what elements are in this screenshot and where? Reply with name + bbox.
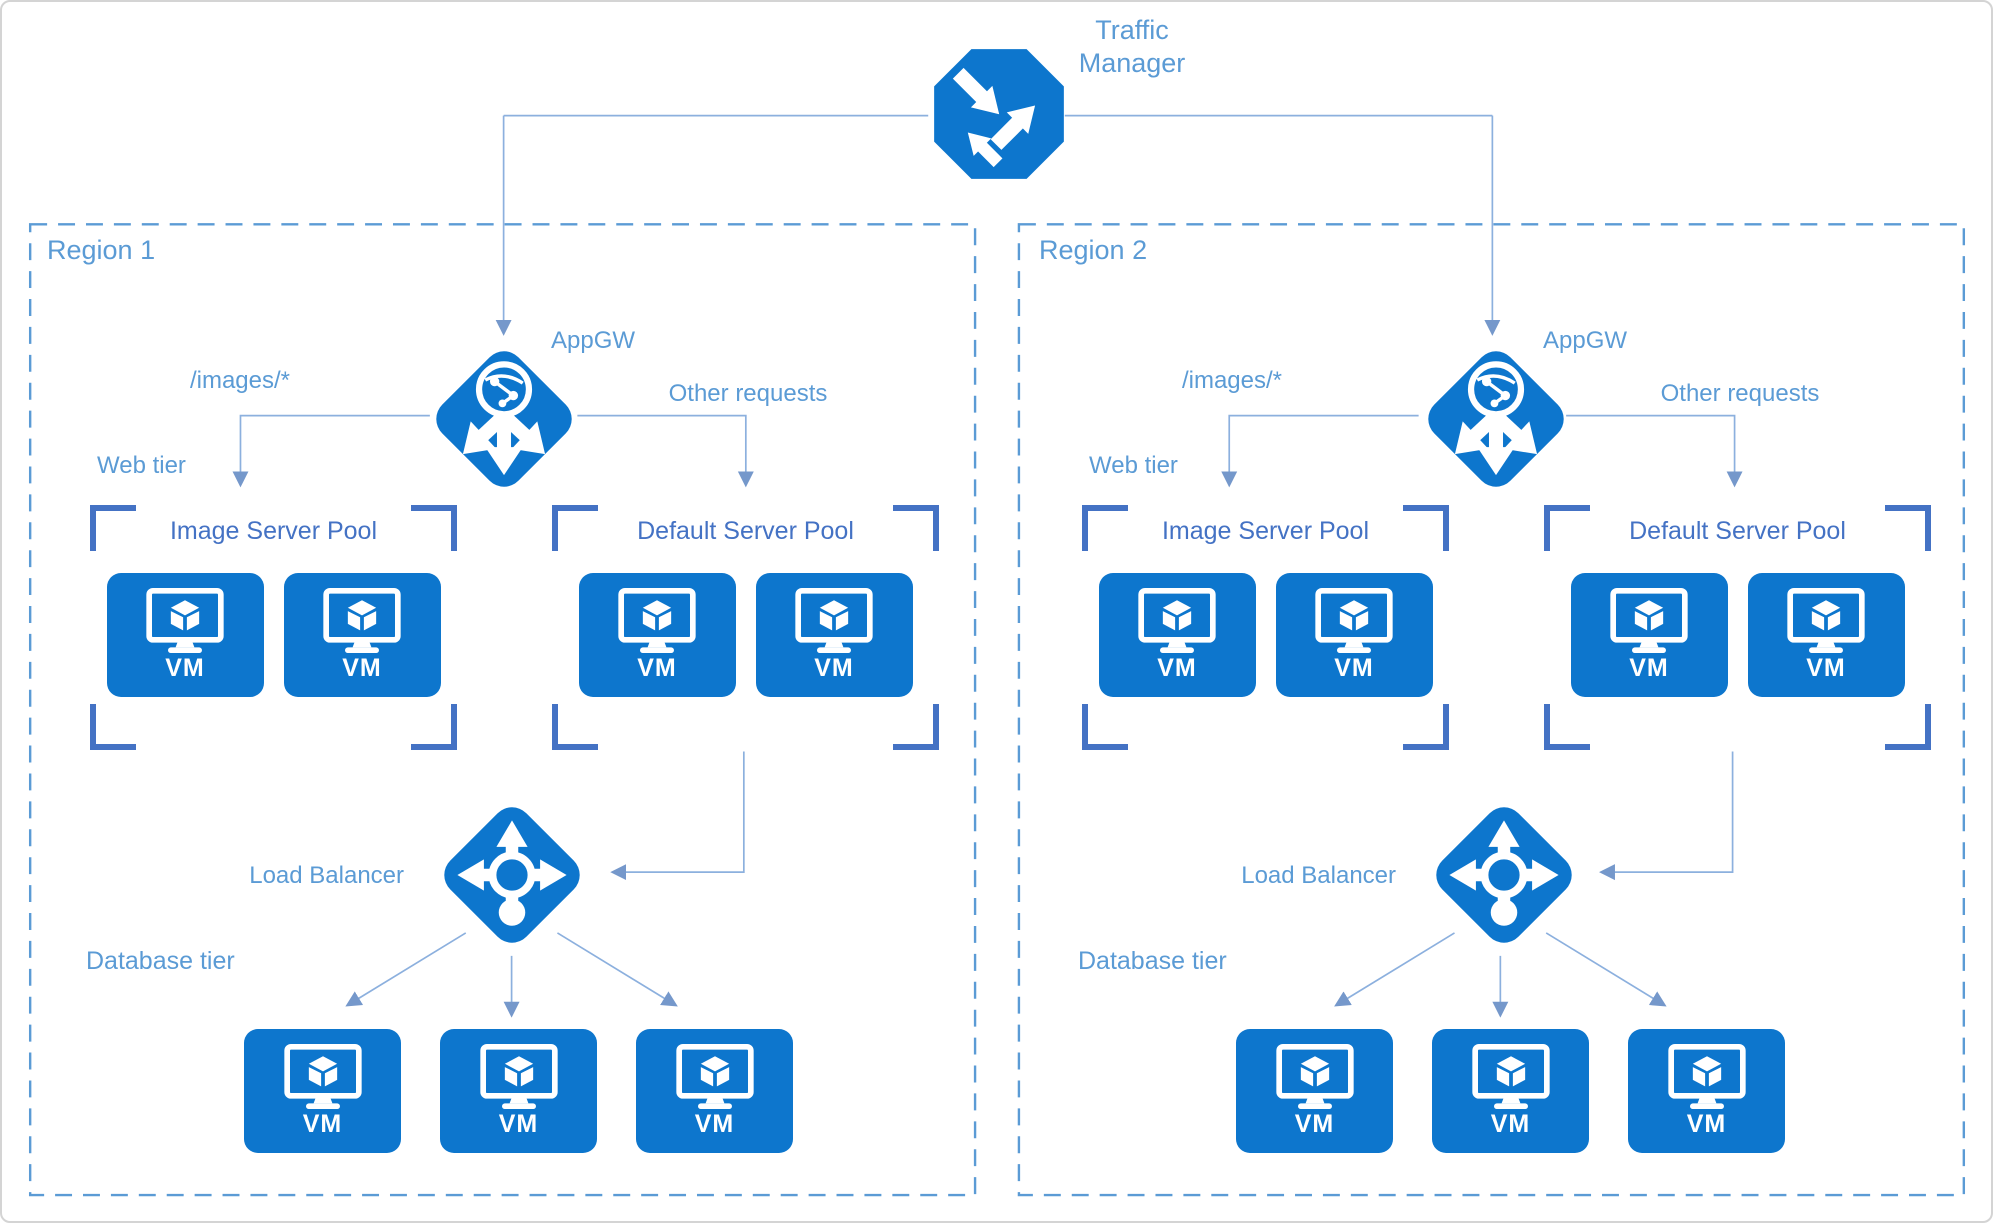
vm-icon xyxy=(1314,588,1394,654)
application-gateway-icon xyxy=(426,341,582,497)
bracket-corner xyxy=(90,505,136,551)
pool-vm-row: VM VM xyxy=(552,573,939,697)
vm-box: VM xyxy=(244,1029,401,1153)
application-gateway-icon xyxy=(1418,341,1574,497)
bracket-corner xyxy=(1082,704,1128,750)
route-images-label: /images/* xyxy=(1181,367,1283,394)
vm-box: VM xyxy=(1236,1029,1393,1153)
vm-icon xyxy=(479,1044,559,1110)
vm-label: VM xyxy=(637,653,677,682)
vm-box: VM xyxy=(578,573,736,697)
bracket-corner xyxy=(1082,505,1128,551)
vm-box: VM xyxy=(283,573,441,697)
vm-icon xyxy=(1471,1044,1551,1110)
pool-vm-row: VM VM xyxy=(90,573,457,697)
vm-icon xyxy=(145,588,225,654)
load-balancer-icon xyxy=(434,797,590,953)
bracket-corner xyxy=(411,505,457,551)
load-balancer-label: Load Balancer xyxy=(1241,862,1396,889)
database-tier-label: Database tier xyxy=(86,947,235,975)
vm-icon xyxy=(675,1044,755,1110)
vm-label: VM xyxy=(1334,653,1374,682)
bracket-corner xyxy=(1544,704,1590,750)
web-tier-label: Web tier xyxy=(97,452,186,479)
vm-icon xyxy=(322,588,402,654)
bracket-corner xyxy=(893,704,939,750)
vm-label: VM xyxy=(1806,653,1846,682)
vm-icon xyxy=(1609,588,1689,654)
vm-icon xyxy=(283,1044,363,1110)
vm-box: VM xyxy=(1275,573,1433,697)
vm-label: VM xyxy=(1686,1109,1727,1138)
bracket-corner xyxy=(1403,505,1449,551)
region-1: Region 1 AppGW /images/* Other requests … xyxy=(29,225,977,1199)
vm-box: VM xyxy=(636,1029,793,1153)
pool-vm-row: VM VM xyxy=(1082,573,1449,697)
bracket-corner xyxy=(1403,704,1449,750)
vm-icon xyxy=(1786,588,1866,654)
region-2: Region 2 AppGW /images/* Other requests … xyxy=(1021,225,1969,1199)
vm-box: VM xyxy=(1747,573,1905,697)
vm-label: VM xyxy=(694,1109,735,1138)
vm-box: VM xyxy=(755,573,913,697)
vm-box: VM xyxy=(1432,1029,1589,1153)
appgw-label: AppGW xyxy=(1543,327,1628,354)
region-label: Region 2 xyxy=(1039,235,1148,265)
vm-label: VM xyxy=(342,653,382,682)
vm-label: VM xyxy=(1157,653,1197,682)
vm-box: VM xyxy=(1628,1029,1785,1153)
vm-box: VM xyxy=(1098,573,1256,697)
vm-box: VM xyxy=(440,1029,597,1153)
vm-label: VM xyxy=(814,653,854,682)
default-server-pool: Default Server Pool VM VM xyxy=(1544,505,1931,750)
region-label: Region 1 xyxy=(47,235,156,265)
database-vm-row: VM VM VM xyxy=(244,1029,793,1153)
bracket-corner xyxy=(1544,505,1590,551)
database-tier-label: Database tier xyxy=(1078,947,1227,975)
route-other-label: Other requests xyxy=(1660,380,1820,407)
appgw-label: AppGW xyxy=(551,327,636,354)
image-server-pool: Image Server Pool VM VM xyxy=(1082,505,1449,750)
bracket-corner xyxy=(552,704,598,750)
vm-label: VM xyxy=(1629,653,1669,682)
bracket-corner xyxy=(1885,505,1931,551)
load-balancer-icon xyxy=(1426,797,1582,953)
pool-vm-row: VM VM xyxy=(1544,573,1931,697)
vm-label: VM xyxy=(165,653,205,682)
vm-box: VM xyxy=(106,573,264,697)
default-server-pool: Default Server Pool VM VM xyxy=(552,505,939,750)
vm-label: VM xyxy=(1294,1109,1335,1138)
image-server-pool: Image Server Pool VM VM xyxy=(90,505,457,750)
vm-label: VM xyxy=(302,1109,343,1138)
vm-label: VM xyxy=(1490,1109,1531,1138)
pool-title: Default Server Pool xyxy=(637,517,854,545)
traffic-manager-icon xyxy=(930,45,1068,183)
bracket-corner xyxy=(1885,704,1931,750)
bracket-corner xyxy=(893,505,939,551)
vm-icon xyxy=(794,588,874,654)
bracket-corner xyxy=(411,704,457,750)
vm-icon xyxy=(617,588,697,654)
route-other-label: Other requests xyxy=(668,380,828,407)
vm-label: VM xyxy=(498,1109,539,1138)
database-vm-row: VM VM VM xyxy=(1236,1029,1785,1153)
web-tier-label: Web tier xyxy=(1089,452,1178,479)
vm-icon xyxy=(1137,588,1217,654)
traffic-manager-label: Traffic Manager xyxy=(1078,15,1186,78)
bracket-corner xyxy=(90,704,136,750)
bracket-corner xyxy=(552,505,598,551)
pool-title: Default Server Pool xyxy=(1629,517,1846,545)
pool-title: Image Server Pool xyxy=(1161,517,1370,545)
vm-icon xyxy=(1667,1044,1747,1110)
vm-icon xyxy=(1275,1044,1355,1110)
vm-box: VM xyxy=(1570,573,1728,697)
pool-title: Image Server Pool xyxy=(169,517,378,545)
route-images-label: /images/* xyxy=(189,367,291,394)
load-balancer-label: Load Balancer xyxy=(249,862,404,889)
